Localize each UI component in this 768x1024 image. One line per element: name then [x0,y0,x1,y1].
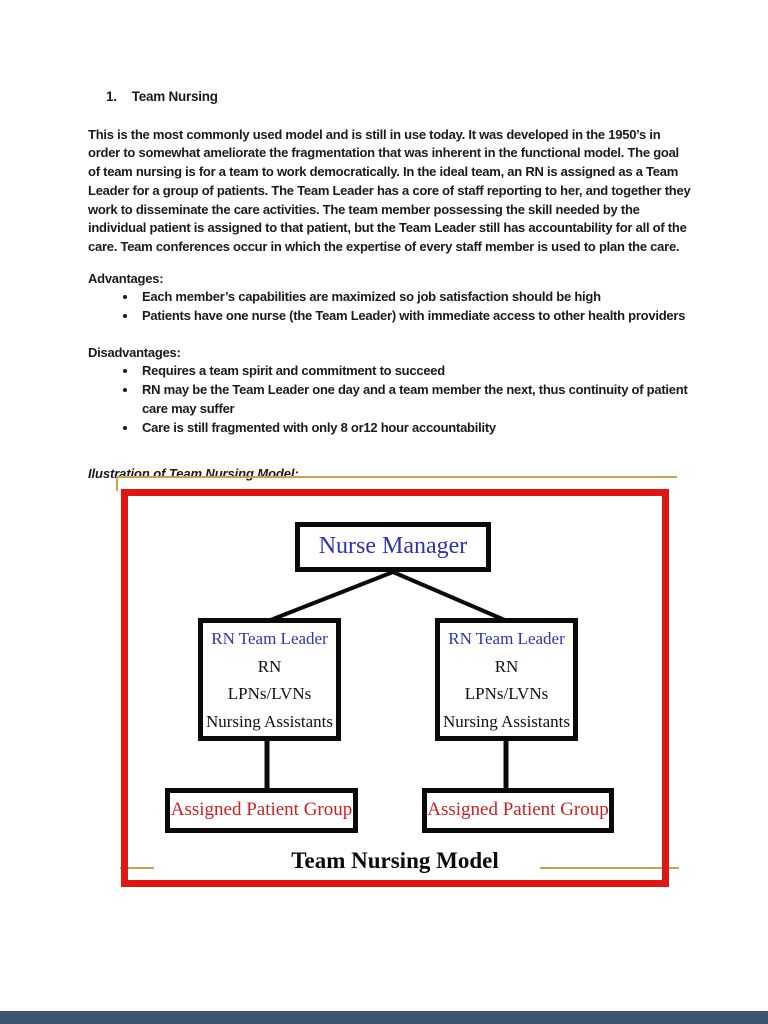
patient-group-box-right: Assigned Patient Group [422,788,614,833]
diagram-title: Team Nursing Model [291,848,499,873]
tan-frame-top-line [116,476,677,478]
team-member-line: Nursing Assistants [205,711,334,731]
tan-frame-bottom-right-line [540,867,679,869]
team-leader-box-left: RN Team Leader RN LPNs/LVNs Nursing Assi… [198,618,341,741]
disadvantages-heading: Disadvantages: [88,344,181,360]
team-leader-box-right: RN Team Leader RN LPNs/LVNs Nursing Assi… [435,618,578,741]
list-item: Each member’s capabilities are maximized… [138,288,692,307]
tan-frame-bottom-left-line [120,867,154,869]
team-member-line: LPNs/LVNs [464,684,549,703]
advantages-list: Each member’s capabilities are maximized… [88,288,692,325]
section-heading: 1. Team Nursing [106,88,692,107]
list-item: Care is still fragmented with only 8 or1… [138,419,692,438]
patient-group-box-left: Assigned Patient Group [165,788,358,833]
disadvantages-list: Requires a team spirit and commitment to… [88,362,692,437]
document-text: 1. Team Nursing This is the most commonly… [88,88,692,484]
team-member-line: RN [257,656,282,676]
team-leader-title: RN Team Leader [448,629,565,648]
team-leader-title: RN Team Leader [211,629,328,648]
list-item: Patients have one nurse (the Team Leader… [138,307,692,326]
tan-frame-left-tick [116,476,118,491]
team-member-line: RN [494,656,519,676]
advantages-heading: Advantages: [88,270,164,286]
section-title: Team Nursing [131,89,218,104]
team-member-line: Nursing Assistants [442,711,571,731]
team-member-line: LPNs/LVNs [227,684,312,703]
list-item: Requires a team spirit and commitment to… [138,362,692,381]
page-break-bar [0,1011,768,1024]
intro-paragraph: This is the most commonly used model and… [88,126,691,254]
red-frame-border [121,489,669,887]
section-number: 1. [106,89,117,104]
list-item: RN may be the Team Leader one day and a … [138,381,692,418]
nurse-manager-box: Nurse Manager [295,522,491,572]
